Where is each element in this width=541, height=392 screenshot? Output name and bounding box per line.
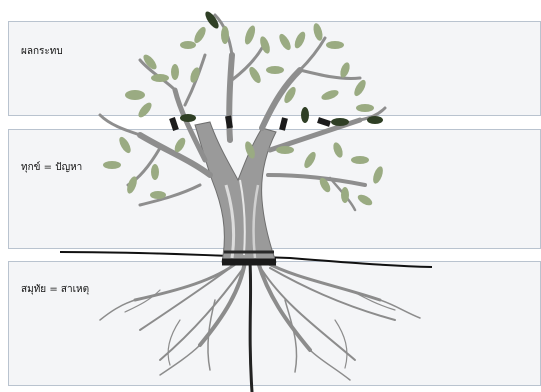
cause-label: สมุทัย = สาเหตุ bbox=[21, 284, 90, 295]
tree-roots bbox=[99, 260, 421, 392]
impact-label: ผลกระทบ bbox=[21, 46, 63, 57]
problem-label: ทุกข์ = ปัญหา bbox=[21, 162, 83, 173]
branch-shadows bbox=[169, 115, 331, 131]
tree-leaves bbox=[103, 11, 383, 206]
tree-trunk bbox=[194, 121, 277, 266]
